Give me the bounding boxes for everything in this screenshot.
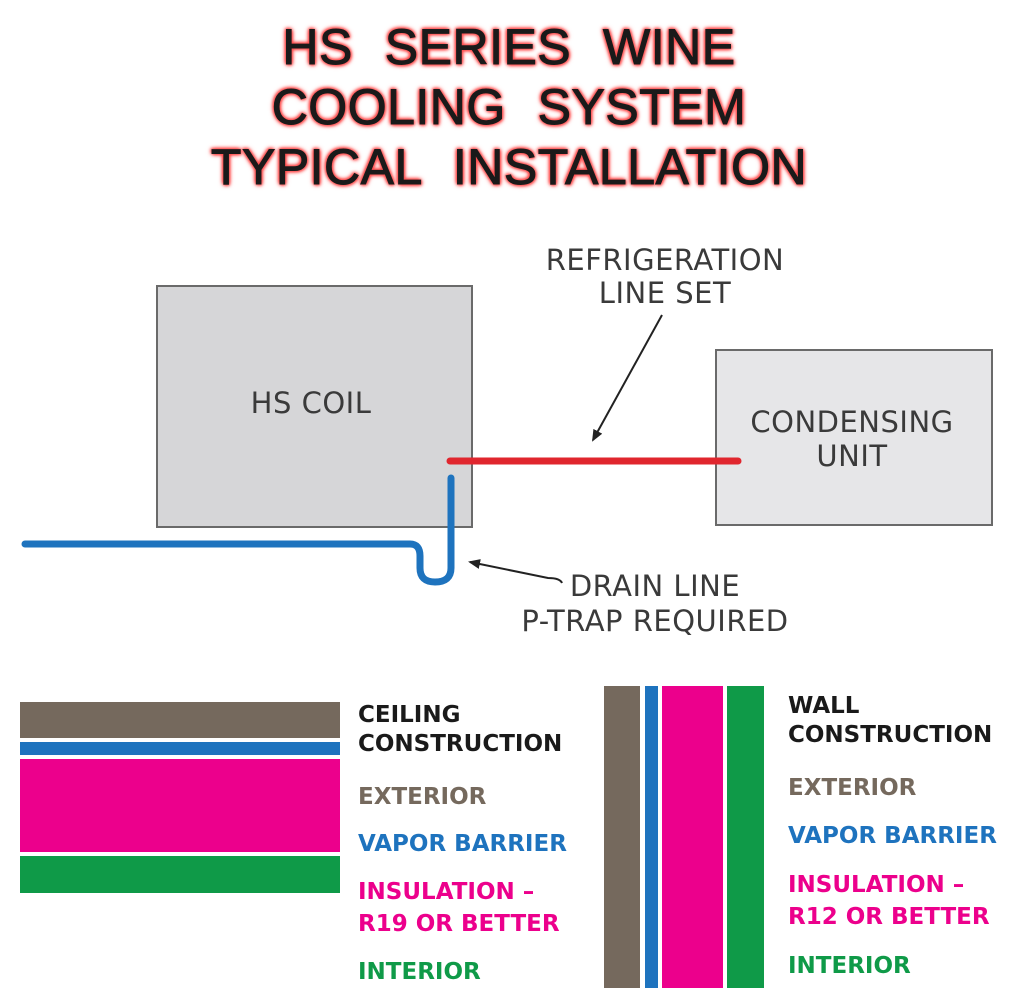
- condensing-unit-box: [715, 349, 993, 526]
- ceiling-insulation-label-line1: INSULATION –: [358, 879, 534, 905]
- ceiling-construction-swatch: [20, 702, 340, 893]
- wall-interior-layer: [727, 686, 764, 988]
- wall-exterior-layer: [604, 686, 640, 988]
- drain-label-line1: DRAIN LINE: [570, 569, 740, 603]
- drain-label-line2: P-TRAP REQUIRED: [521, 604, 788, 638]
- ceiling-interior-label: INTERIOR: [358, 959, 481, 985]
- condensing-unit-label-line2: UNIT: [816, 439, 887, 473]
- wall-vapor-label: VAPOR BARRIER: [788, 823, 997, 849]
- ceiling-interior-layer: [20, 856, 340, 893]
- hs-coil-box: [156, 285, 473, 528]
- ceiling-insulation-layer: [20, 759, 340, 852]
- refrigeration-label-line2: LINE SET: [599, 276, 731, 310]
- wall-heading-line2: CONSTRUCTION: [788, 722, 992, 748]
- wall-insulation-label-line1: INSULATION –: [788, 872, 964, 898]
- hs-coil-label: HS COIL: [251, 386, 372, 420]
- ceiling-insulation-label-line2: R19 OR BETTER: [358, 911, 560, 937]
- wall-insulation-layer: [662, 686, 723, 988]
- wall-exterior-label: EXTERIOR: [788, 775, 917, 801]
- condensing-unit-label-line1: CONDENSING: [750, 405, 953, 439]
- title-line-3: TYPICAL INSTALLATION: [210, 139, 808, 196]
- ceiling-vapor-barrier-layer: [20, 742, 340, 755]
- title-line-2: COOLING SYSTEM: [271, 79, 747, 136]
- ceiling-heading-line2: CONSTRUCTION: [358, 731, 562, 757]
- drain-line: [21, 474, 455, 586]
- wall-insulation-label-line2: R12 OR BETTER: [788, 904, 990, 930]
- wall-vapor-barrier-layer: [645, 686, 658, 988]
- ceiling-exterior-layer: [20, 702, 340, 738]
- ceiling-vapor-label: VAPOR BARRIER: [358, 831, 567, 857]
- drain-callout-arrow: [468, 559, 563, 584]
- ceiling-heading-line1: CEILING: [358, 702, 461, 728]
- refrigeration-callout-arrow: [592, 314, 663, 442]
- wall-interior-label: INTERIOR: [788, 953, 911, 979]
- title-line-1: HS SERIES WINE: [282, 19, 736, 76]
- refrigeration-label-line1: REFRIGERATION: [546, 243, 785, 277]
- wall-construction-swatch: [604, 686, 764, 988]
- wall-heading-line1: WALL: [788, 693, 860, 719]
- ceiling-exterior-label: EXTERIOR: [358, 784, 487, 810]
